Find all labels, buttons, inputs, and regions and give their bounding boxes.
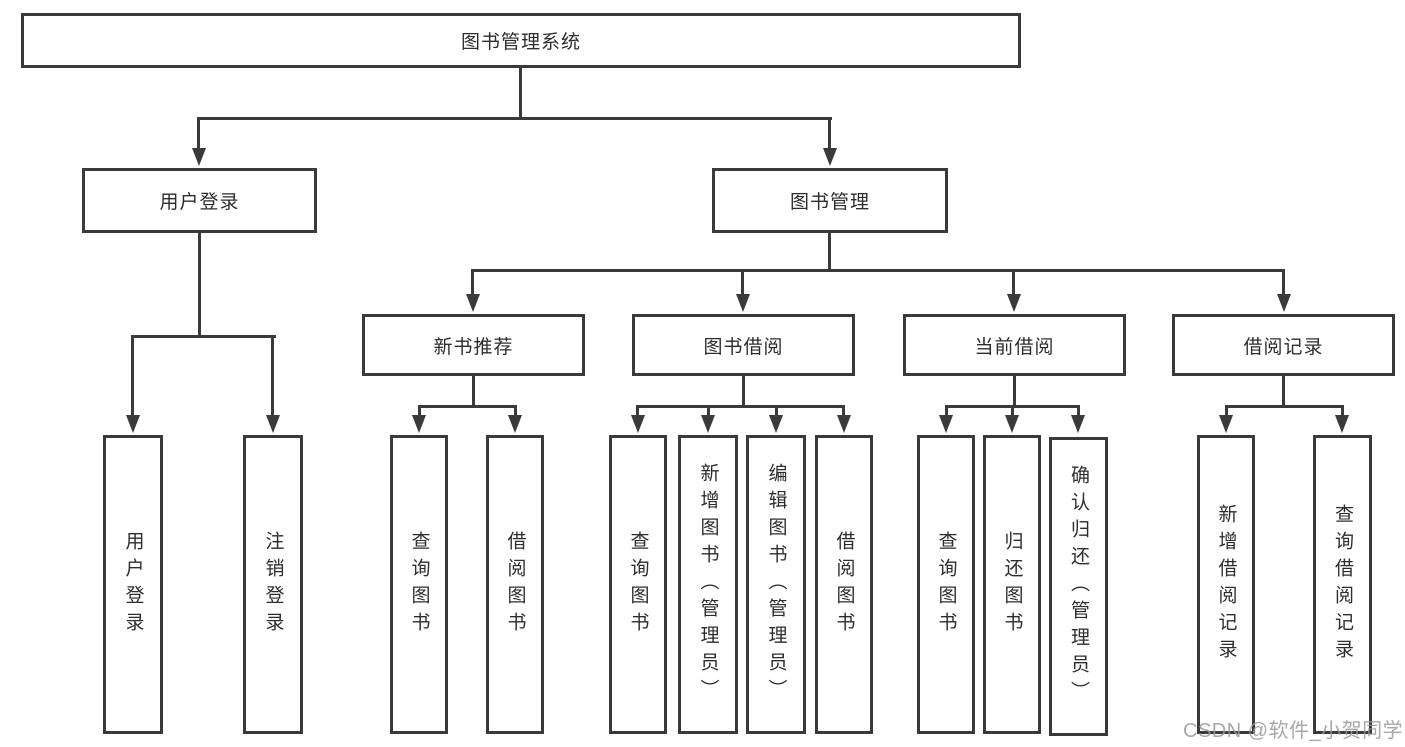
connector-line [471,269,1285,272]
connector-arrowhead [1007,294,1021,312]
connector-arrowhead [126,415,140,433]
leaf-query-borrow-record: 查询借阅记录 [1313,435,1372,734]
connector-arrowhead [823,148,837,166]
connector-line [707,405,710,417]
connector-line [945,405,948,417]
connector-line [132,335,276,338]
connector-line [418,405,421,417]
node-library-management-system: 图书管理系统 [21,13,1021,68]
connector-arrowhead [631,415,645,433]
leaf-query-books-recommend: 查询图书 [390,435,448,734]
connector-line [131,335,134,415]
connector-arrowhead [1277,294,1291,312]
connector-arrowhead [939,415,953,433]
connector-line [1282,376,1285,407]
node-borrowing-records: 借阅记录 [1172,314,1395,376]
connector-arrowhead [1071,415,1085,433]
connector-line [1077,405,1080,417]
node-book-management: 图书管理 [712,168,948,233]
connector-line [1013,376,1016,407]
connector-line [271,335,274,415]
connector-arrowhead [192,148,206,166]
connector-line [471,269,474,296]
connector-line [198,233,201,337]
connector-arrowhead [466,294,480,312]
connector-line [1341,405,1344,417]
connector-arrowhead [701,415,715,433]
connector-line [842,405,845,417]
leaf-edit-book-admin: 编辑图书（管理员） [746,435,806,734]
node-current-borrowing: 当前借阅 [903,314,1126,376]
connector-line [828,233,831,271]
csdn-watermark: CSDN @软件_小贺同学 [1183,720,1404,742]
connector-line [636,405,845,408]
connector-line [741,269,744,296]
leaf-logout: 注销登录 [243,435,303,734]
leaf-user-login: 用户登录 [103,435,163,734]
node-new-book-recommendation: 新书推荐 [362,314,585,376]
connector-line [636,405,639,417]
connector-line [1011,405,1014,417]
connector-line [519,67,522,119]
connector-arrowhead [1335,415,1349,433]
connector-arrowhead [1219,415,1233,433]
connector-line [198,117,832,120]
connector-arrowhead [736,294,750,312]
leaf-borrow-books-borrowing: 借阅图书 [815,435,873,734]
connector-arrowhead [412,415,426,433]
connector-line [1282,269,1285,296]
leaf-query-books-current: 查询图书 [917,435,975,734]
connector-arrowhead [266,415,280,433]
connector-line [514,405,517,417]
connector-line [1225,405,1228,417]
node-user-login: 用户登录 [82,168,317,233]
connector-line [775,405,778,417]
connector-line [1225,405,1343,408]
leaf-add-book-admin: 新增图书（管理员） [678,435,738,734]
node-book-borrowing: 图书借阅 [632,314,855,376]
connector-line [1012,269,1015,296]
connector-arrowhead [508,415,522,433]
connector-line [197,117,200,151]
connector-line [418,405,516,408]
leaf-query-books-borrowing: 查询图书 [609,435,667,734]
connector-line [828,117,831,151]
connector-line [472,376,475,407]
connector-line [742,376,745,407]
connector-arrowhead [769,415,783,433]
leaf-return-book: 归还图书 [983,435,1041,734]
leaf-add-borrow-record: 新增借阅记录 [1197,435,1255,734]
connector-arrowhead [1005,415,1019,433]
leaf-confirm-return-admin: 确认归还（管理员） [1049,437,1108,736]
connector-arrowhead [837,415,851,433]
leaf-borrow-books-recommend: 借阅图书 [486,435,544,734]
